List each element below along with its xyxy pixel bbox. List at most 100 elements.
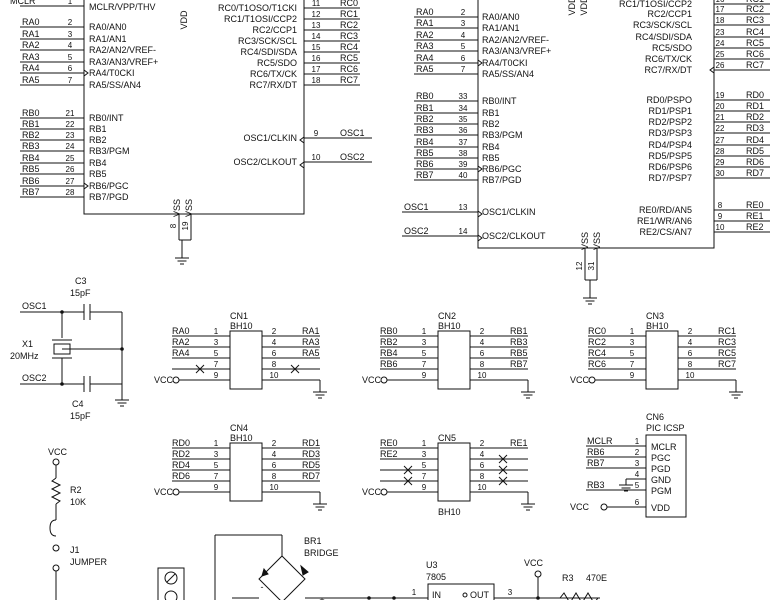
u2-pin-label: OSC2/CLKOUT xyxy=(482,231,546,241)
u1-pin-label: RC3/SCK/SCL xyxy=(238,36,297,46)
connector-net: RB1 xyxy=(510,326,528,336)
terminal-circle xyxy=(380,376,388,384)
x1-value: 20MHz xyxy=(10,351,39,361)
cn6-body xyxy=(645,434,687,518)
u1-vdd-label: VDD xyxy=(179,10,189,30)
u1-pin-label: RA1/AN1 xyxy=(89,34,127,44)
u1-pin-label: RC0/T1OSO/T1CKI xyxy=(218,3,297,13)
u2-pin-number: 23 xyxy=(716,28,725,37)
connector-cn2-body xyxy=(437,330,471,390)
u1-pin-number: 27 xyxy=(66,177,75,186)
u1-net-ra4: RA4 xyxy=(22,63,40,73)
connector-pin-number: 2 xyxy=(272,327,277,336)
cn6-net: RB7 xyxy=(587,458,605,468)
connector-cn5-type: BH10 xyxy=(438,507,461,517)
connector-pin-number: 6 xyxy=(688,349,693,358)
u2-net-rd3: RD3 xyxy=(746,123,764,133)
u2-net-rc5: RC5 xyxy=(746,38,764,48)
u1-pin-number: 18 xyxy=(312,76,321,85)
connector-pin-number: 10 xyxy=(270,483,279,492)
connector-pin-number: 1 xyxy=(630,327,635,336)
u2-pin-label: RB6/PGC xyxy=(482,164,522,174)
u2-pin-number: 16 xyxy=(716,0,725,4)
u2-pin-label: RC7/RX/DT xyxy=(644,65,692,75)
cn6-net: RB6 xyxy=(587,447,605,457)
connector-net: RC5 xyxy=(718,348,736,358)
x1-ref: X1 xyxy=(22,339,33,349)
u1-pin-number: 11 xyxy=(312,0,321,8)
u2-pin-label: RB5 xyxy=(482,153,500,163)
connector-net: RC3 xyxy=(718,337,736,347)
u1-pin-label: RA2/AN2/VREF- xyxy=(89,45,156,55)
connector-cn3-type: BH10 xyxy=(646,321,669,331)
u1-net-rc7: RC7 xyxy=(340,75,358,85)
connector-net: RA0 xyxy=(172,326,190,336)
u1-pin-label: RC7/RX/DT xyxy=(249,80,297,90)
u1-net-ra0: RA0 xyxy=(22,17,40,27)
u2-net-ra3: RA3 xyxy=(416,41,434,51)
u2-pin-number: 25 xyxy=(716,50,725,59)
u2-net-rb7: RB7 xyxy=(416,170,434,180)
cn6-net: RB3 xyxy=(587,480,605,490)
connector-pin-number: 5 xyxy=(422,349,427,358)
u1-pin-label-mclr: MCLR/VPP/THV xyxy=(89,2,156,12)
connector-pin-number: 3 xyxy=(422,450,427,459)
u1-net-rc1: RC1 xyxy=(340,9,358,19)
terminal-circle xyxy=(52,564,60,572)
connector-pin-number: 6 xyxy=(272,349,277,358)
r2-resistor xyxy=(50,477,62,505)
terminal-circle xyxy=(52,458,60,466)
u2-pin-number: 38 xyxy=(459,149,468,158)
u2-pin-number: 14 xyxy=(459,227,468,236)
u1-pin-label: RB4 xyxy=(89,158,107,168)
u1-pin-number: 19 xyxy=(181,221,190,230)
c4-ref: C4 xyxy=(72,399,84,409)
cn6-pin-number: 2 xyxy=(635,448,640,457)
u2-net-rb1: RB1 xyxy=(416,103,434,113)
c3-value: 15pF xyxy=(70,288,91,298)
br1-value: BRIDGE xyxy=(304,548,339,558)
connector-pin-number: 6 xyxy=(480,461,485,470)
connector-pin-number: 10 xyxy=(478,371,487,380)
connector-net: RD5 xyxy=(302,460,320,470)
cn6-pin-label: VDD xyxy=(651,503,671,513)
r3-value: 470E xyxy=(586,573,607,583)
u2-net-rb5: RB5 xyxy=(416,148,434,158)
connector-pin-number: 7 xyxy=(422,472,427,481)
u2-net-rc4: RC4 xyxy=(746,27,764,37)
u1-net-rc0: RC0 xyxy=(340,0,358,8)
dc-terminal-block xyxy=(157,567,185,600)
u1-net-rc6: RC6 xyxy=(340,64,358,74)
u1-pin-label: RA4/T0CKI xyxy=(89,68,135,78)
u2-pin-label: RD7/PSP7 xyxy=(648,173,692,183)
cn6-pin-label: PGC xyxy=(651,453,671,463)
connector-pin-number: 5 xyxy=(214,349,219,358)
u3-out-label: OUT xyxy=(470,590,490,600)
u2-pin-number: 24 xyxy=(716,39,725,48)
connector-pin-number: 9 xyxy=(422,483,427,492)
u2-net-osc2: OSC2 xyxy=(404,226,429,236)
u1-pin-label: RB2 xyxy=(89,135,107,145)
connector-cn4-type: BH10 xyxy=(230,433,253,443)
connector-cn1-body xyxy=(229,330,263,390)
cn6-pin-label: PGD xyxy=(651,464,671,474)
connector-net-vcc: VCC xyxy=(362,487,382,497)
screw-terminal-icon xyxy=(166,573,176,583)
u1-pin-label: RC6/TX/CK xyxy=(250,69,297,79)
u3-in-label: IN xyxy=(432,590,441,600)
u1-pin-label: RC1/T1OSI/CCP2 xyxy=(224,14,297,24)
u1-pin-number: 1 xyxy=(68,0,73,6)
j1-jumper xyxy=(49,519,57,537)
u1-pin-number: 9 xyxy=(314,129,319,138)
u1-net-rb3: RB3 xyxy=(22,141,40,151)
connector-net: RA1 xyxy=(302,326,320,336)
connector-pin-number: 2 xyxy=(272,439,277,448)
u2-pin-label: RC5/SDO xyxy=(652,43,692,53)
u1-net-rb5: RB5 xyxy=(22,164,40,174)
cn6-net-vcc: VCC xyxy=(570,502,590,512)
connector-cn2-ref: CN2 xyxy=(438,311,456,321)
u1-net-rc5: RC5 xyxy=(340,53,358,63)
u2-pin-number: 4 xyxy=(461,31,466,40)
u2-pin-label: RE2/CS/AN7 xyxy=(639,227,692,237)
u2-pin-number: 40 xyxy=(459,171,468,180)
